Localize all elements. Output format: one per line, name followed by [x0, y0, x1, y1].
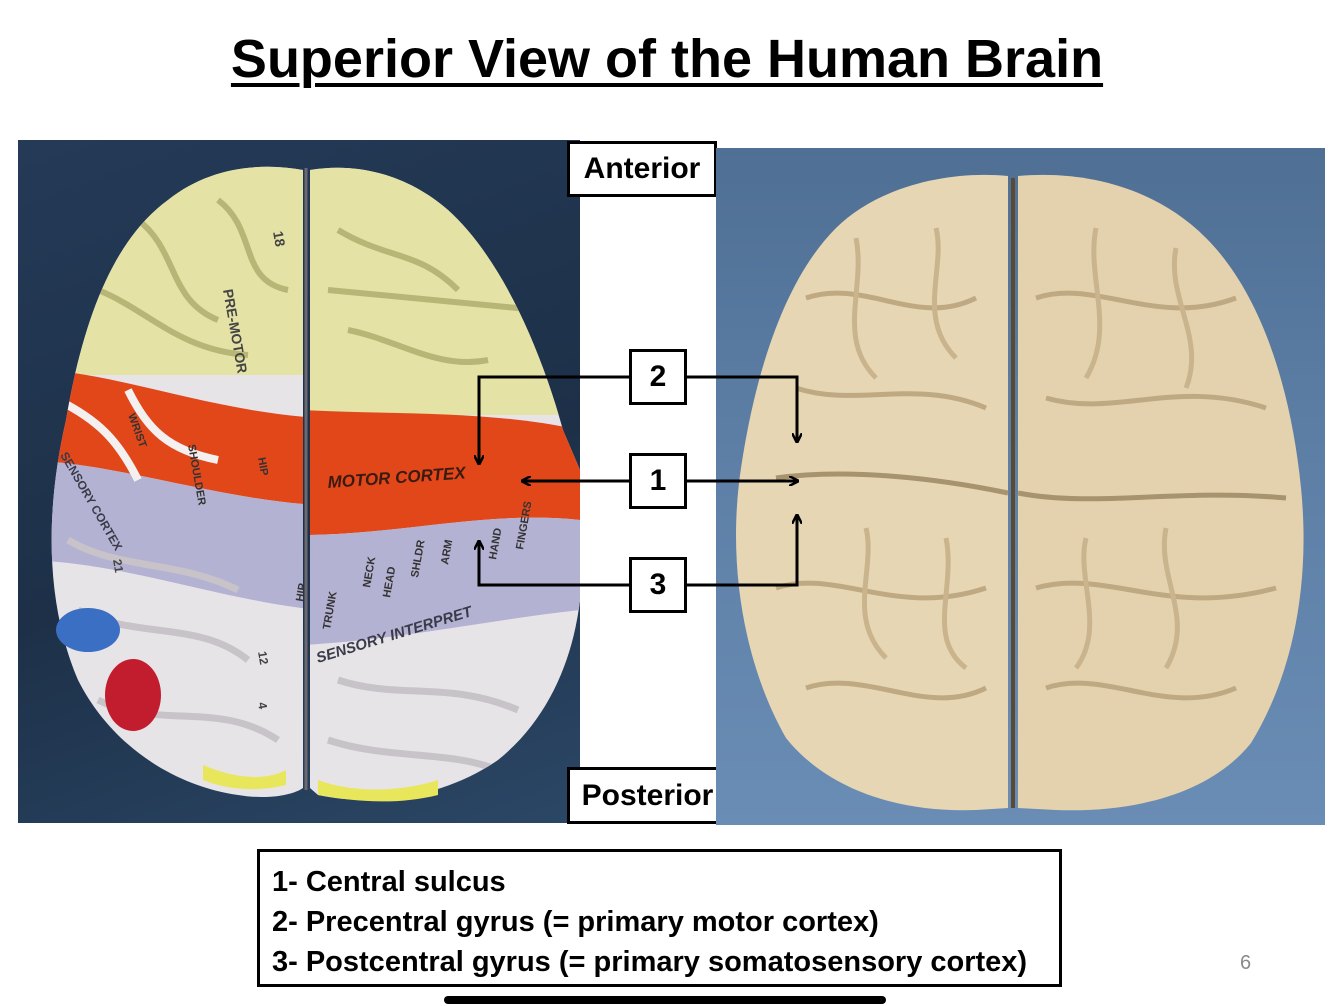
- page-number: 6: [1240, 952, 1252, 974]
- area-12-label: 12: [255, 650, 271, 666]
- functional-brain-model-illustration: PRE-MOTOR 18 MOTOR CORTEX SENSORY INTERP…: [51, 166, 580, 802]
- area-21-label: 21: [110, 558, 126, 574]
- head-label: HEAD: [381, 566, 398, 599]
- arrow-3-left: [479, 542, 629, 587]
- arm-label: ARM: [439, 539, 455, 566]
- legend-item-precentral-gyrus: 2- Precentral gyrus (= primary motor cor…: [272, 906, 879, 938]
- arrow-2-left: [479, 375, 629, 463]
- slide-title: Superior View of the Human Brain: [230, 29, 1104, 89]
- red-area-patch: [105, 659, 161, 731]
- arrow-2-right: [687, 375, 797, 441]
- central-sulcus-line: [775, 471, 1287, 502]
- neck-label: NECK: [361, 556, 378, 589]
- callout-2-box: 2: [629, 349, 687, 405]
- area-18-label: 18: [270, 230, 288, 248]
- functional-brain-model-photo: PRE-MOTOR 18 MOTOR CORTEX SENSORY INTERP…: [18, 140, 580, 823]
- legend-box: 1- Central sulcus 2- Precentral gyrus (=…: [257, 849, 1062, 987]
- callout-1-box: 1: [629, 453, 687, 509]
- plaster-brain-model-illustration: [736, 174, 1304, 811]
- posterior-label: Posterior: [567, 767, 728, 824]
- callout-3-box: 3: [629, 557, 687, 613]
- hip-label-motor: HIP: [255, 456, 270, 476]
- arrow-3-right: [687, 516, 797, 587]
- plaster-brain-model-photo: [716, 148, 1325, 825]
- legend-item-postcentral-gyrus: 3- Postcentral gyrus (= primary somatose…: [272, 946, 1028, 978]
- hand-label: HAND: [487, 527, 504, 560]
- legend-item-central-sulcus: 1- Central sulcus: [272, 866, 506, 898]
- area-4-label: 4: [255, 701, 270, 710]
- home-indicator-bar[interactable]: [444, 996, 886, 1004]
- blue-area-patch: [56, 608, 120, 652]
- anterior-label: Anterior: [567, 141, 717, 197]
